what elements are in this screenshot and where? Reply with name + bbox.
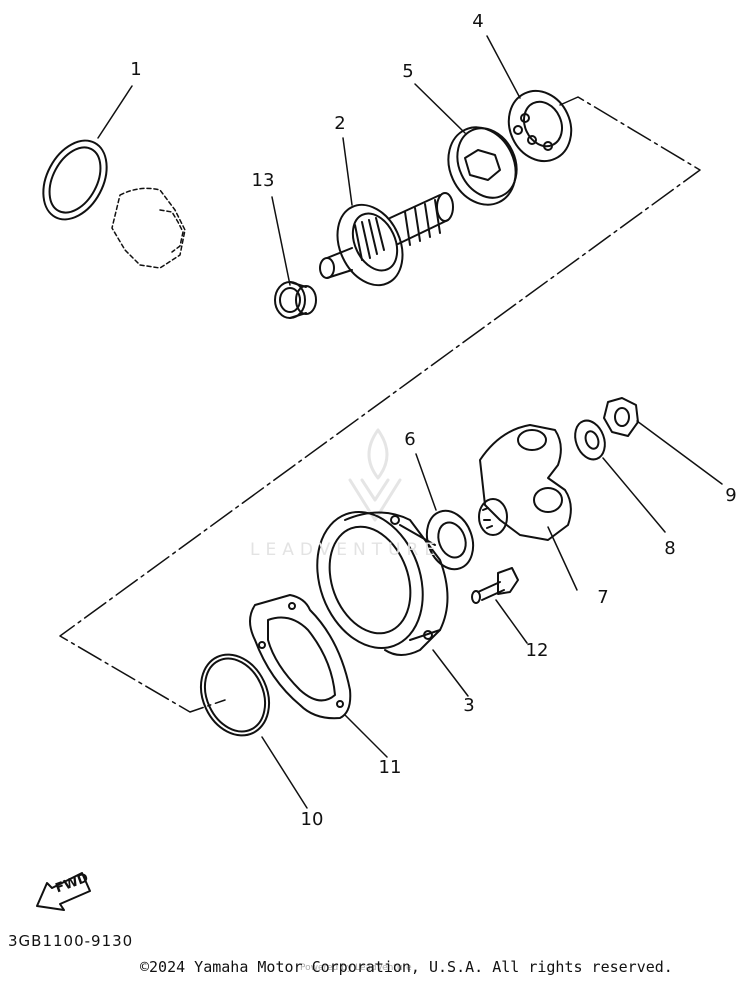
o-ring-10 [199,653,271,737]
o-ring-1 [42,139,108,221]
copyright-text: ©2024 Yamaha Motor Corporation, U.S.A. A… [140,958,673,976]
housing-3 [316,511,449,656]
washer-8 [574,419,606,461]
needle-bearing-13 [274,281,317,319]
callout-12: 12 [525,640,549,661]
callout-2: 2 [334,113,346,134]
leader-lines [97,35,723,809]
gasket-11 [249,594,352,720]
callout-11: 11 [378,757,402,778]
callout-9: 9 [725,485,737,506]
oil-seal-5 [447,126,518,206]
joint-yoke-7 [478,424,572,541]
callout-8: 8 [664,538,676,559]
bearing-6 [425,509,475,571]
callout-5: 5 [402,61,414,82]
watermark-text: LEADVENTURE [250,540,442,560]
callout-3: 3 [463,695,475,716]
fwd-arrow-icon [36,872,91,911]
ball-bearing-4 [507,89,573,163]
bolt-12 [471,567,519,604]
shaft-gear-2 [319,192,454,287]
callout-6: 6 [404,429,416,450]
watermark-logo [348,428,402,522]
callout-1: 1 [130,59,142,80]
callout-4: 4 [472,11,484,32]
assembly-lines [59,96,701,713]
diagram-part-code: 3GB1100-9130 [8,932,134,950]
callout-7: 7 [597,587,609,608]
callout-13: 13 [251,170,275,191]
powered-by-text: Powered by LeadVenture [300,963,412,973]
callout-10: 10 [300,809,324,830]
ghost-gear [111,187,186,269]
nut-9 [603,397,639,437]
